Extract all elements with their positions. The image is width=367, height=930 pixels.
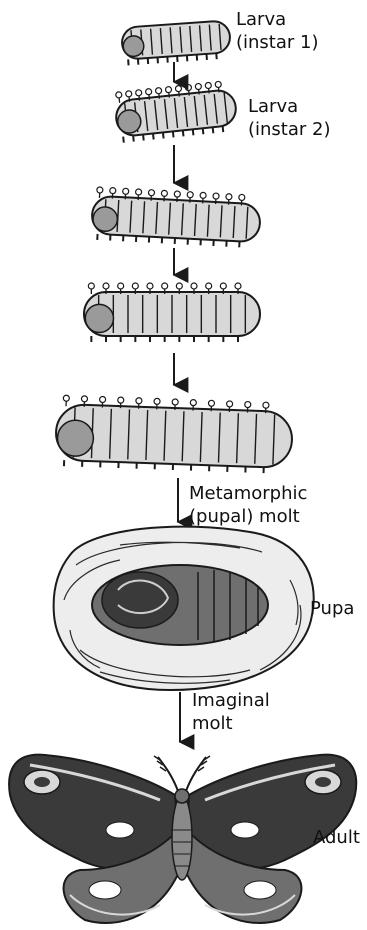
larva-instar-4-illustration xyxy=(84,283,260,342)
label-pupal-molt: Metamorphic (pupal) molt xyxy=(189,482,307,528)
label-imaginal-molt: Imaginal molt xyxy=(192,689,270,735)
label-pupa: Pupa xyxy=(310,597,354,620)
label-larva-instar-1: Larva (instar 1) xyxy=(236,8,319,54)
larva-instar-5-illustration xyxy=(55,395,293,474)
adult-moth-illustration xyxy=(9,755,356,923)
larva-instar-3-illustration xyxy=(91,187,262,249)
larva-instar-1-illustration xyxy=(121,20,231,65)
label-larva-instar-2: Larva (instar 2) xyxy=(248,95,331,141)
pupa-illustration xyxy=(54,527,314,690)
label-adult: Adult xyxy=(313,826,360,849)
larva-instar-2-illustration xyxy=(114,80,239,143)
